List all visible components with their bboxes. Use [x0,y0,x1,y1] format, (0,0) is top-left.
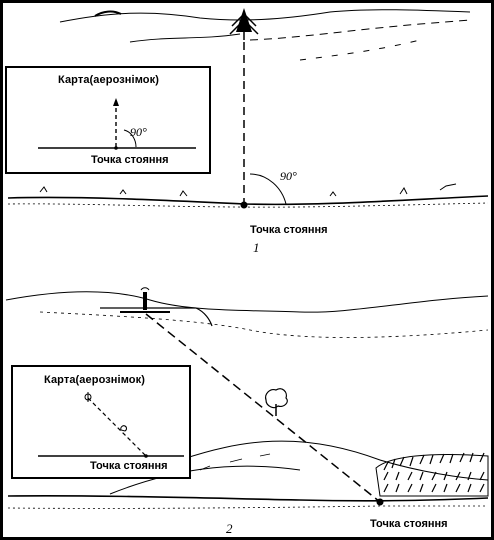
fig2-road [100,307,213,327]
fig1-field-line [299,39,421,61]
fig2-tree [265,388,288,416]
fig1-far-ridge [129,33,241,43]
fig1-inset-point [114,146,118,150]
figure2-scene [5,287,489,509]
fig1-inset-tree-symbol [113,98,119,106]
fig2-chimney [120,287,170,313]
fig1-number: 1 [253,240,260,255]
fig1-inset-angle-arc [123,129,137,148]
fig2-number: 2 [226,521,233,536]
fig1-inset-frame [5,66,211,174]
fig2-horizon-hills [5,291,489,313]
figure1-inset [5,66,211,174]
fig1-standing-point [240,201,248,209]
fig2-slope-1 [179,440,489,481]
fig2-scene-point-label: Точка стояння [370,518,448,530]
fig1-far-road [249,19,471,41]
figure2-inset [11,365,191,479]
fig2-inset-title: Карта(аерознімок) [44,374,145,386]
fig1-inset-title: Карта(аерознімок) [58,74,159,86]
fig1-scene-point-label: Точка стояння [250,224,328,236]
fig1-tree [229,8,259,40]
fig1-scene-angle-label: 90° [280,169,297,183]
fig2-inset-frame [11,365,191,479]
fig1-inset-point-label: Точка стояння [91,154,169,166]
fig1-hill-trees [94,10,122,17]
fig2-inset-tree-symbol [120,425,127,432]
fig2-field-crop [375,452,489,497]
fig2-ground-line [7,495,489,502]
fig1-horizon-hills [59,9,471,23]
fig2-slope-hatching [199,453,271,471]
fig2-field-edge [39,311,489,338]
fig2-inset-point-label: Точка стояння [90,460,168,472]
fig1-ground-texture [7,202,489,208]
fig2-standing-point [376,498,384,506]
fig2-direction-line [145,313,381,503]
fig1-inset-angle-label: 90° [130,125,147,139]
fig2-inset-point [144,454,148,458]
fig1-angle-arc [249,173,287,205]
figure1-scene [7,8,489,209]
fig2-ground-texture [7,505,488,509]
fig1-grass [39,183,457,197]
fig1-ground-line [7,195,489,206]
